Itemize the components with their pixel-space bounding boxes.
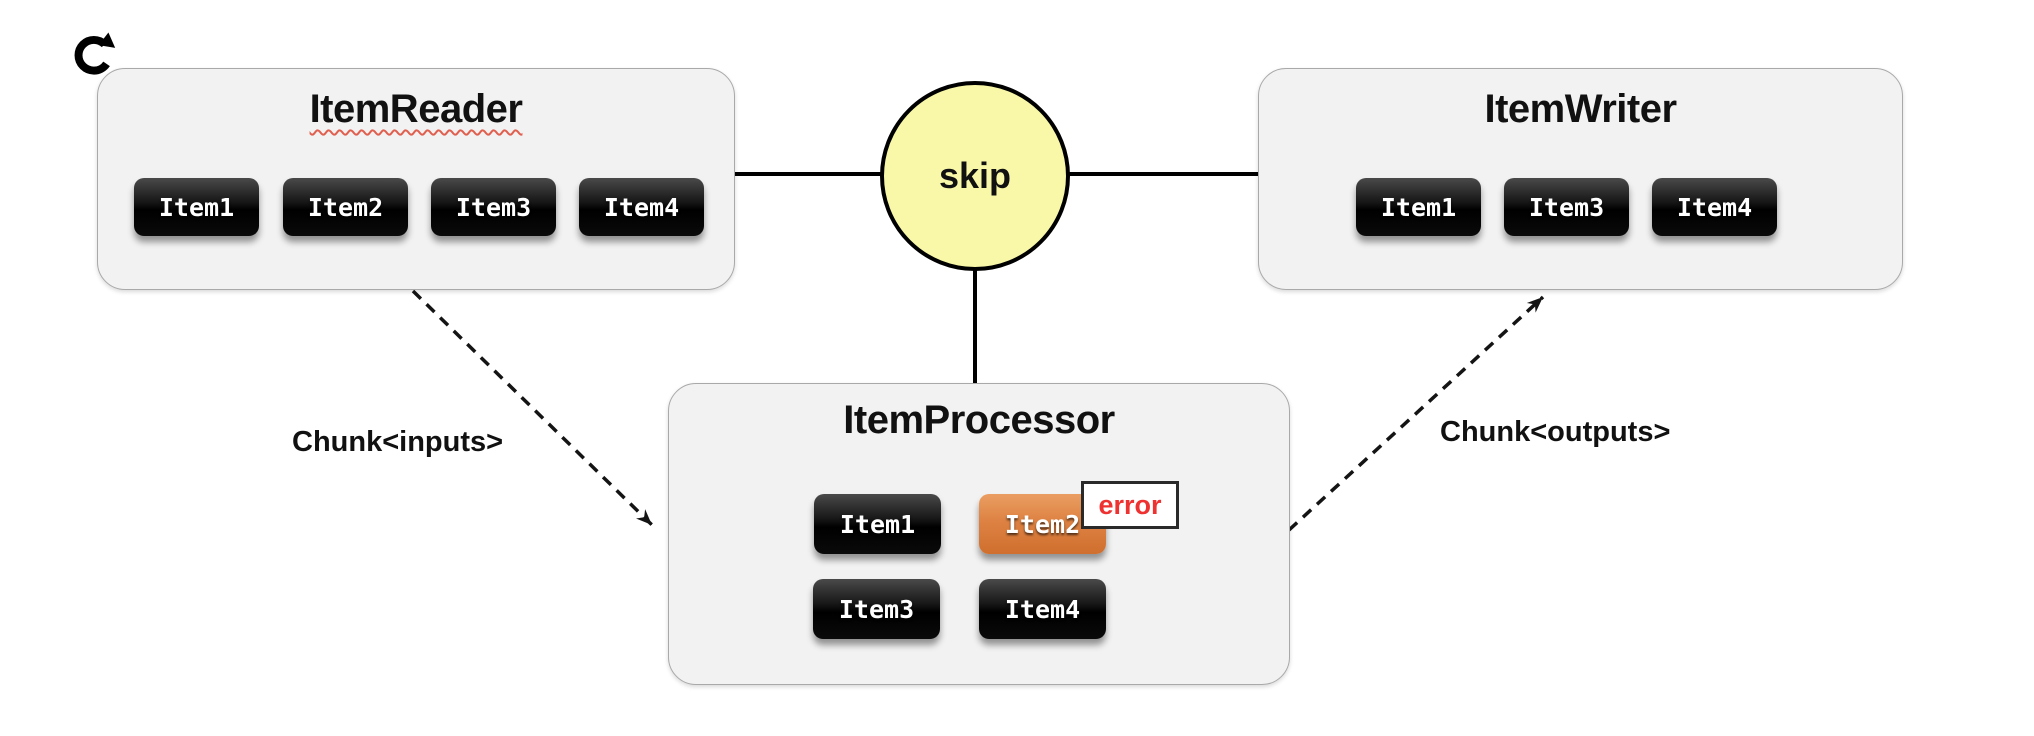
error-badge: error [1081, 481, 1179, 529]
item-processor-title: ItemProcessor [843, 398, 1115, 442]
chunk-inputs-label: Chunk<inputs> [292, 426, 504, 458]
reader-item-chip: Item1 [134, 178, 259, 236]
processor-item-chip: Item1 [814, 494, 941, 554]
writer-item-chip: Item4 [1652, 178, 1777, 236]
item-processor-node: ItemProcessor Item1 Item2 Item3 Item4 er… [668, 383, 1290, 685]
item-reader-node: ItemReader Item1 Item2 Item3 Item4 [97, 68, 735, 290]
processor-item-chip: Item3 [813, 579, 940, 639]
skip-node: skip [880, 81, 1070, 271]
clockwise-loop-icon [74, 32, 116, 75]
item-reader-title: ItemReader [98, 87, 734, 132]
skip-node-label: skip [938, 155, 1012, 196]
writer-item-chip: Item3 [1504, 178, 1629, 236]
chunk-outputs-label: Chunk<outputs> [1440, 416, 1671, 448]
reader-item-chip: Item2 [283, 178, 408, 236]
item-writer-title: ItemWriter [1484, 87, 1677, 131]
reader-to-processor-dashed-arrow [411, 289, 654, 527]
writer-item-chip: Item1 [1356, 178, 1481, 236]
item-writer-node: ItemWriter Item1 Item3 Item4 [1258, 68, 1903, 290]
item-reader-title-text: ItemReader [309, 87, 523, 131]
processor-to-writer-dashed-arrow [1287, 295, 1545, 532]
reader-item-chip: Item4 [579, 178, 704, 236]
reader-item-chip: Item3 [431, 178, 556, 236]
processor-item-chip: Item4 [979, 579, 1106, 639]
